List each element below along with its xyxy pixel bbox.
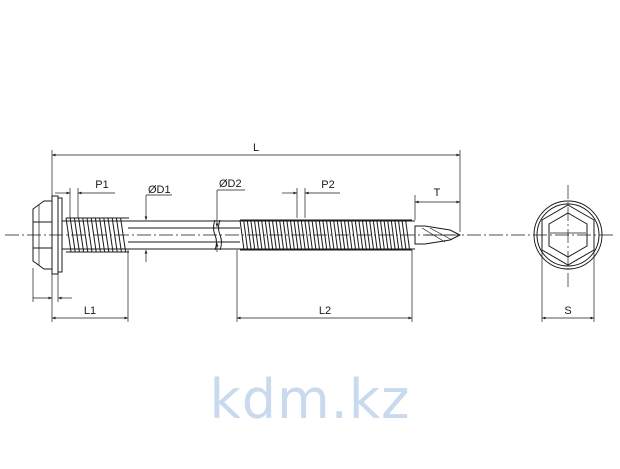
thread-crest <box>250 219 256 251</box>
thread-crest <box>275 219 281 251</box>
thread-crest <box>73 217 80 253</box>
dimension-D1: ØD1 <box>144 184 172 262</box>
thread-crest <box>69 217 76 253</box>
thread-crest <box>322 219 328 251</box>
thread-crest <box>94 217 101 253</box>
thread-crest <box>90 217 97 253</box>
thread-crest <box>286 219 292 251</box>
thread-crest <box>282 219 288 251</box>
thread-crest <box>365 219 371 251</box>
thread-crest <box>340 219 346 251</box>
thread-crest <box>372 219 378 251</box>
hex-outline <box>541 204 595 266</box>
thread-crest <box>264 219 270 251</box>
label-D1: ØD1 <box>148 184 171 196</box>
thread-crest <box>354 219 360 251</box>
thread-crest <box>383 219 389 251</box>
thread-crest <box>99 217 106 253</box>
thread-crest <box>300 219 306 251</box>
dimension-T: T <box>414 187 460 220</box>
thread-crest <box>358 219 364 251</box>
watermark-text: kdm.kz <box>210 368 411 431</box>
thread-crest <box>65 217 72 253</box>
head-end-view <box>533 185 603 290</box>
dimension-S: S <box>541 250 595 322</box>
thread-crest <box>311 219 317 251</box>
thread-crest <box>243 219 249 251</box>
dimension-P2: P2 <box>282 179 340 218</box>
thread-crest <box>333 219 339 251</box>
label-D2: ØD2 <box>219 178 242 190</box>
thread-crest <box>261 219 267 251</box>
thread-crest <box>347 219 353 251</box>
thread-crest <box>401 219 407 251</box>
label-L2: L2 <box>319 305 331 317</box>
thread-crest <box>111 217 118 253</box>
thread-crest <box>329 219 335 251</box>
thread-crest <box>246 219 252 251</box>
thread-crest <box>289 219 295 251</box>
break-mark <box>213 219 222 251</box>
thread-crest <box>397 219 403 251</box>
label-S: S <box>564 305 571 317</box>
thread-crest <box>376 219 382 251</box>
thread-crest <box>86 217 93 253</box>
dimension-L: L <box>51 142 461 232</box>
thread-crest <box>325 219 331 251</box>
screw-side-view <box>32 195 462 275</box>
thread-crest <box>78 217 85 253</box>
dimension-L1: L1 <box>32 250 129 322</box>
label-L1: L1 <box>84 305 96 317</box>
thread-crest <box>379 219 385 251</box>
thread-crest <box>103 217 110 253</box>
thread-crest <box>336 219 342 251</box>
thread-crest <box>271 219 277 251</box>
thread-section-2 <box>239 219 412 251</box>
washer <box>51 195 63 275</box>
label-L: L <box>253 142 259 154</box>
thread-crest <box>394 219 400 251</box>
label-T: T <box>434 187 441 199</box>
dimension-D2: ØD2 <box>215 178 245 252</box>
thread-crest <box>405 219 411 251</box>
thread-crest <box>293 219 299 251</box>
thread-crest <box>315 219 321 251</box>
thread-crest <box>387 219 393 251</box>
drill-tip <box>414 225 462 245</box>
thread-crest <box>343 219 349 251</box>
label-P2: P2 <box>321 179 334 191</box>
thread-crest <box>297 219 303 251</box>
hex-socket <box>548 212 588 258</box>
thread-crest <box>390 219 396 251</box>
thread-crest <box>318 219 324 251</box>
thread-crest <box>307 219 313 251</box>
thread-crest <box>361 219 367 251</box>
thread-crest <box>253 219 259 251</box>
thread-crest <box>82 217 89 253</box>
thread-crest <box>257 219 263 251</box>
dimension-P1: P1 <box>55 179 115 218</box>
thread-crest <box>279 219 285 251</box>
thread-crest <box>239 219 245 251</box>
thread-crest <box>351 219 357 251</box>
thread-crest <box>268 219 274 251</box>
thread-crest <box>369 219 375 251</box>
label-P1: P1 <box>95 179 108 191</box>
thread-crest <box>107 217 114 253</box>
thread-crest <box>120 217 127 253</box>
thread-crest <box>304 219 310 251</box>
thread-crest <box>115 217 122 253</box>
thread-section-1 <box>65 217 129 253</box>
dimension-L2: L2 <box>236 250 413 322</box>
